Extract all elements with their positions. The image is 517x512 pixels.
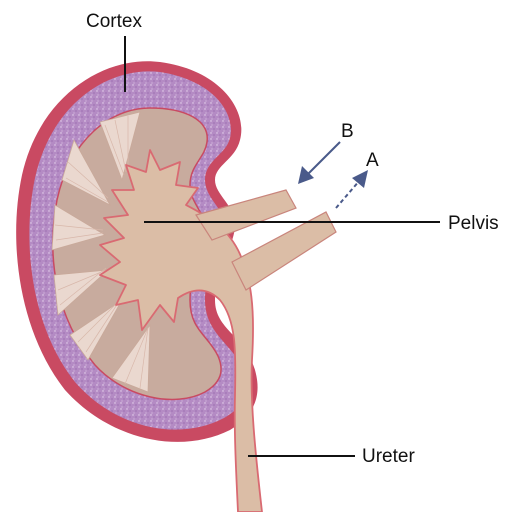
- ureter-label: Ureter: [362, 446, 415, 467]
- arrow-b: [298, 142, 340, 184]
- arrow-a-label: A: [366, 150, 379, 171]
- arrow-b-label: B: [341, 121, 354, 142]
- cortex-label: Cortex: [86, 11, 142, 32]
- arrow-a: [336, 170, 368, 208]
- pelvis-label: Pelvis: [448, 213, 499, 234]
